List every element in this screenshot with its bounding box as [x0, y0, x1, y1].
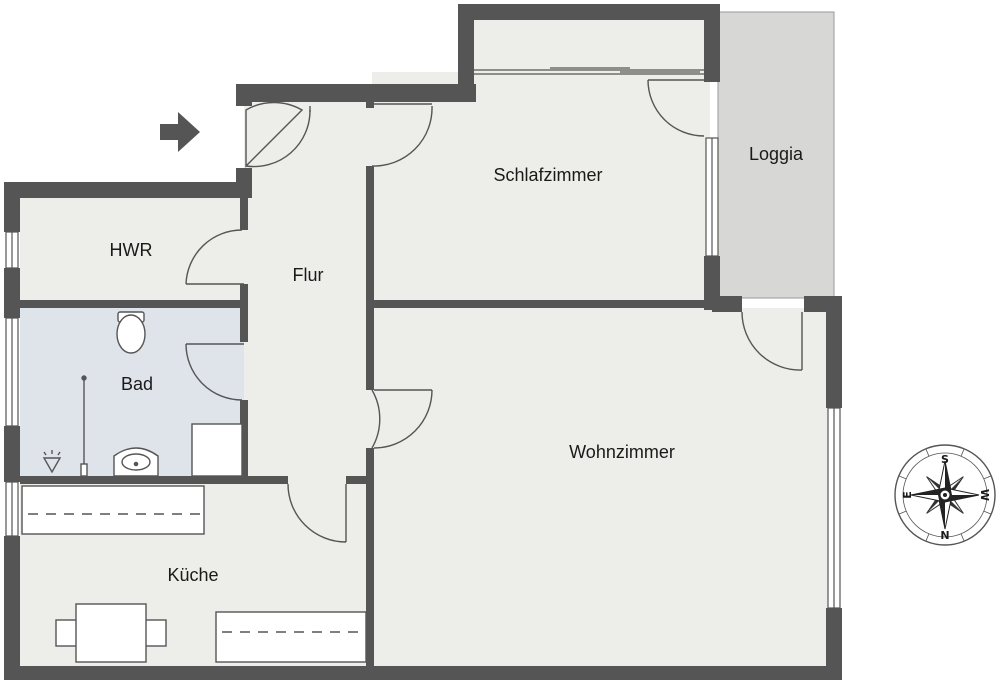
loggia-floor [717, 11, 835, 299]
sliding-window-niche [474, 67, 704, 75]
schlafzimmer-floor [372, 72, 710, 300]
compass-north: N [940, 529, 949, 542]
label-schlafzimmer: Schlafzimmer [493, 165, 602, 185]
door-wohnzimmer-arc [371, 389, 381, 449]
compass-south: S [941, 453, 949, 466]
wall-hwr-flur [240, 190, 248, 230]
door-wohn-loggia-arc [741, 311, 803, 371]
label-flur: Flur [293, 265, 324, 285]
wall-niche-right [704, 4, 720, 82]
label-wohnzimmer: Wohnzimmer [569, 442, 675, 462]
door-bad-arc [185, 343, 243, 401]
shower-rod [80, 375, 88, 477]
door-entrance [245, 101, 304, 168]
washing-machine [191, 423, 243, 477]
washbasin [113, 447, 159, 477]
wall-loggia-door-left [712, 296, 742, 312]
wall-hwr-flur-low [240, 284, 248, 342]
kitchen-counter-top [21, 485, 205, 535]
balcony-niche-floor [470, 10, 710, 74]
wall-hwr-top [4, 182, 252, 198]
door-kueche-arc [287, 483, 347, 543]
wall-flur-schlaf-top [366, 96, 374, 108]
entrance-arrow-icon [160, 112, 200, 152]
label-loggia: Loggia [749, 144, 804, 164]
wall-flur-wohn-upper [366, 308, 374, 390]
wall-niche-left [458, 4, 474, 102]
wall-left-mid1 [4, 268, 20, 318]
compass-east: E [901, 491, 914, 499]
wall-left-mid2 [4, 426, 20, 482]
fixtures [21, 311, 367, 663]
wall-hwr-bad [20, 300, 248, 308]
wall-flur-wohn-lower [366, 448, 374, 670]
wall-flur-schlaf [366, 166, 374, 308]
wall-bottom [4, 666, 842, 680]
label-hwr: HWR [110, 240, 153, 260]
wall-flur-top [236, 84, 476, 102]
door-schlafzimmer-arc [371, 105, 433, 167]
label-bad: Bad [121, 374, 153, 394]
dining-table [55, 603, 167, 663]
room-labels: Schlafzimmer Loggia HWR Flur Bad Wohnzim… [110, 144, 805, 585]
wall-bad-kueche [20, 476, 288, 484]
windows [5, 137, 841, 609]
compass-west: W [978, 489, 991, 501]
door-wohnzimmer-arc2 [373, 389, 433, 449]
lamp-icon [42, 450, 62, 474]
wall-entrance-left [236, 168, 252, 190]
floors [20, 10, 835, 670]
toilet [116, 311, 146, 354]
kitchen-counter-bottom [215, 611, 367, 663]
label-kueche: Küche [167, 565, 218, 585]
wohnzimmer-floor [372, 308, 828, 670]
wall-right-lower [826, 608, 842, 680]
wall-kueche-flur [346, 476, 374, 484]
walls [4, 4, 842, 680]
wall-schlaf-wohn [372, 300, 720, 308]
door-entrance-arc [245, 109, 311, 168]
entrance-floor [244, 102, 372, 192]
wall-left-lower [4, 536, 20, 680]
door-loggia-arc [647, 79, 705, 137]
door-hwr-arc [185, 229, 243, 285]
wall-bad-flur-low [240, 400, 248, 484]
wall-niche-top [458, 4, 720, 20]
doors [185, 79, 803, 543]
wall-right-upper [826, 296, 842, 408]
compass-icon: S N E W [894, 444, 996, 546]
